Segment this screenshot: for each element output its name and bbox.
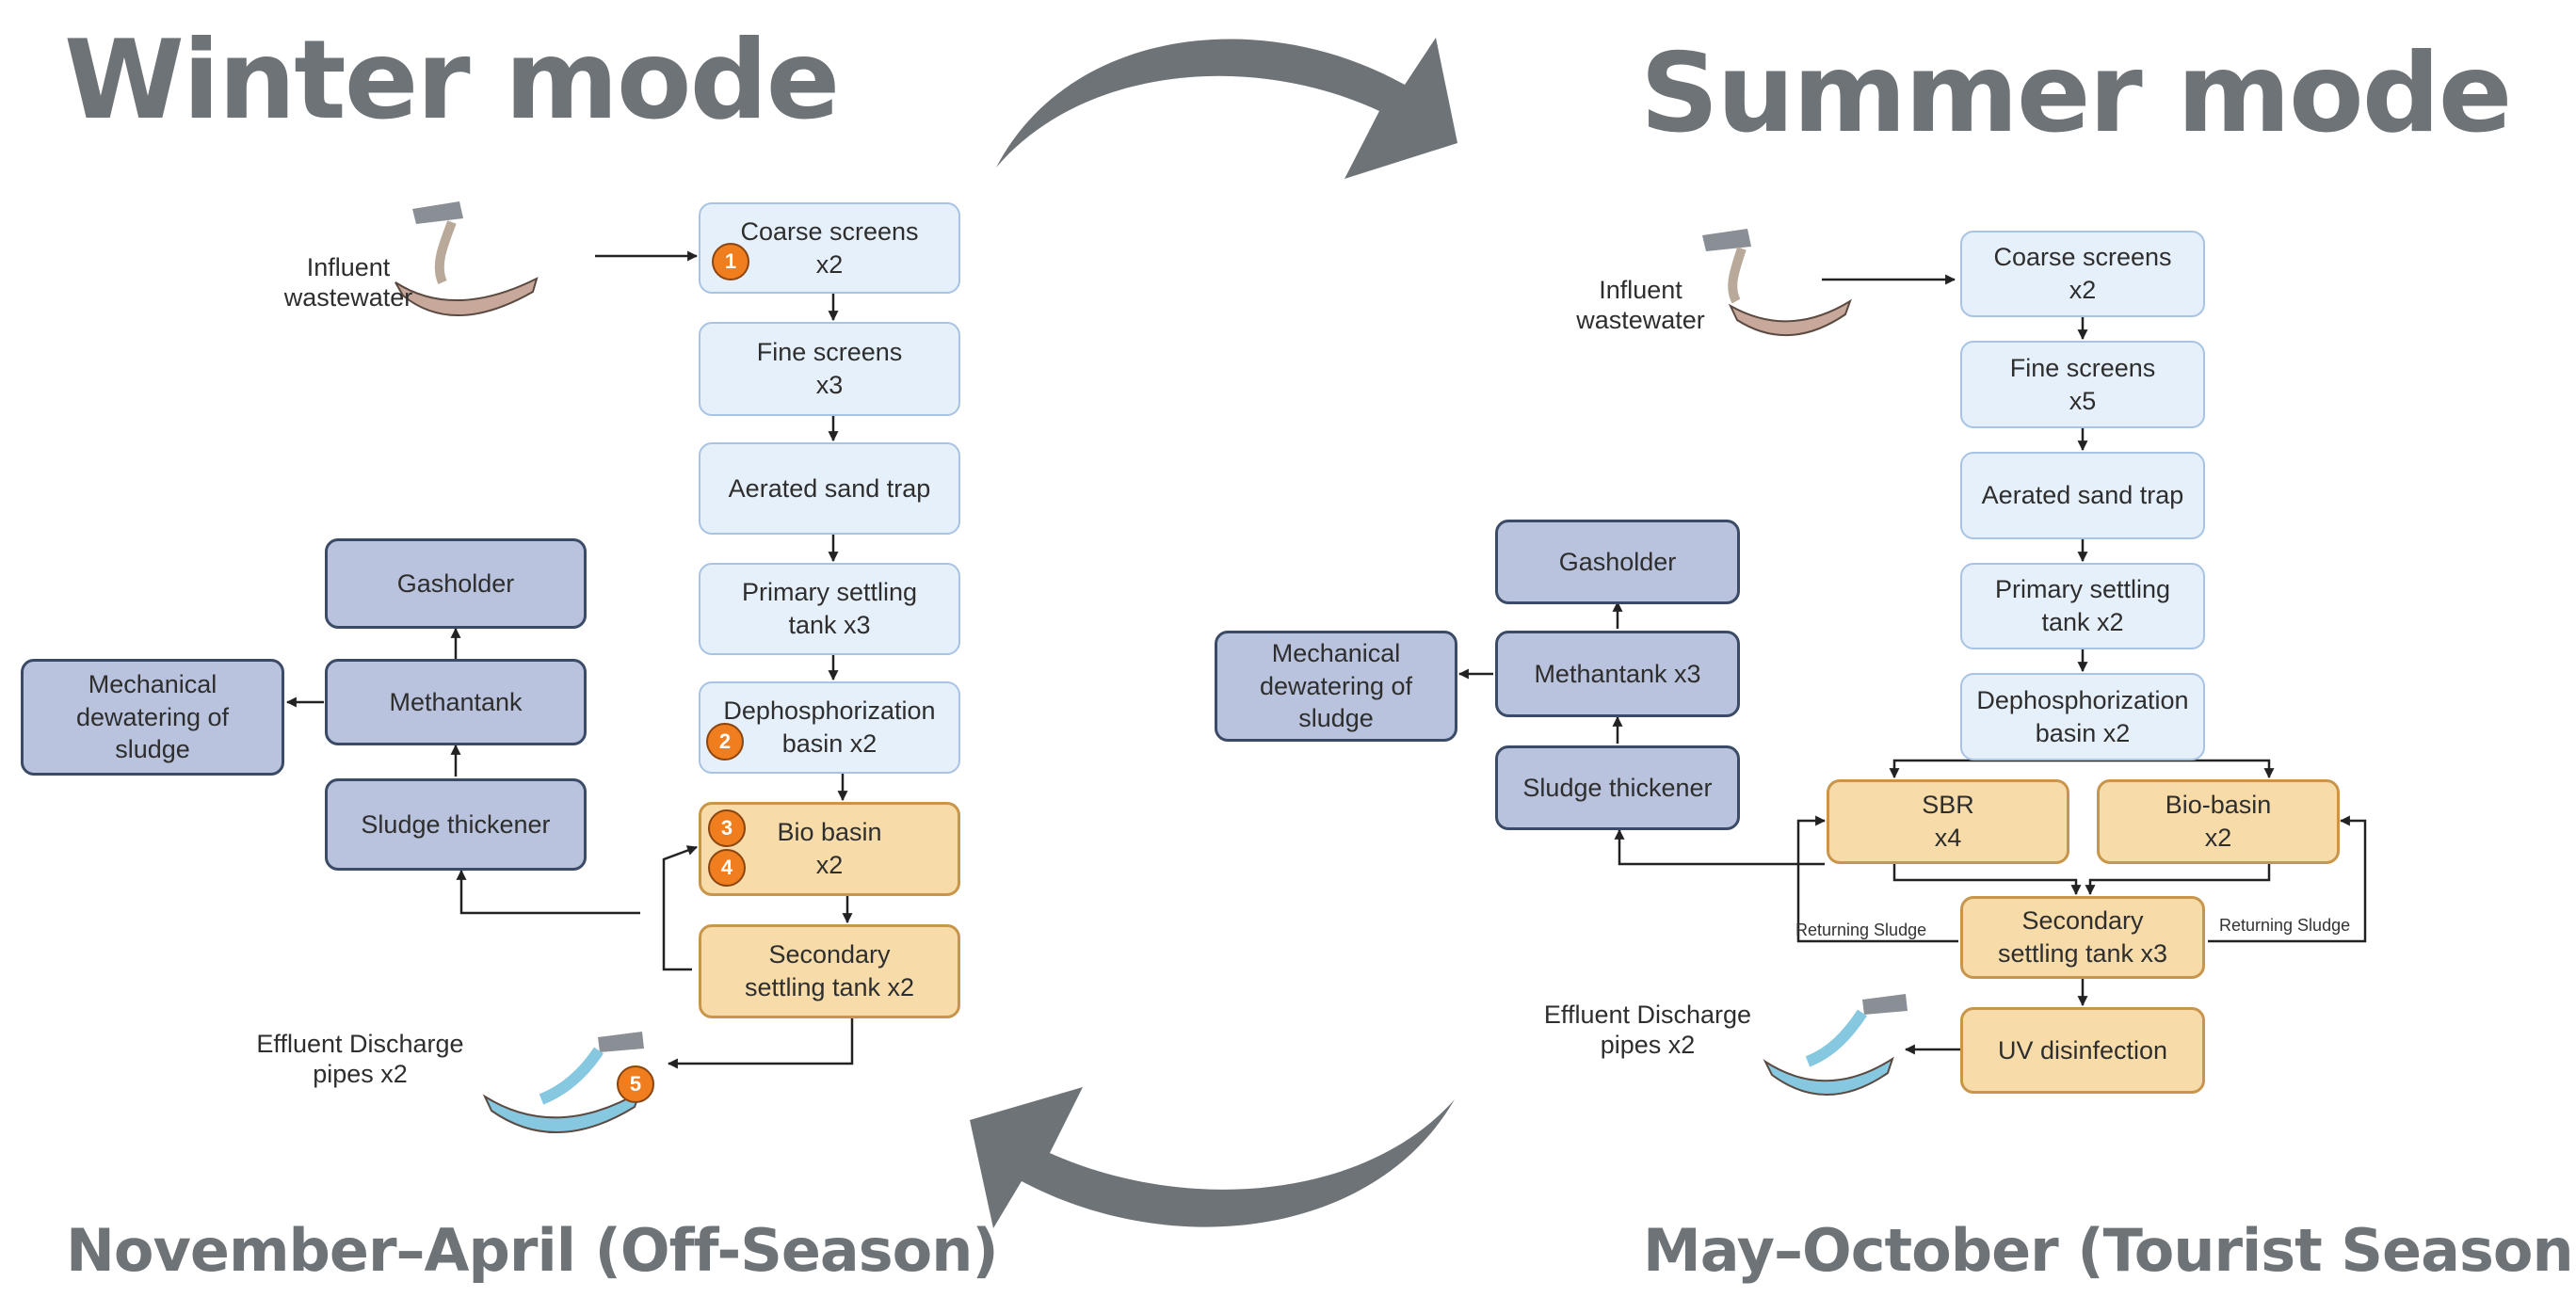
winter-marker-2: 2 xyxy=(706,723,744,761)
cycle-arrow-bottom xyxy=(970,1087,1455,1228)
cycle-arrow-top xyxy=(996,38,1457,179)
winter-aerated-sand-trap: Aerated sand trap xyxy=(699,442,960,535)
winter-marker-3: 3 xyxy=(708,809,746,847)
summer-effluent-label: Effluent Discharge pipes x2 xyxy=(1543,1001,1752,1060)
winter-influent-label: Influent wastewater xyxy=(283,253,413,312)
summer-secondary-settling-tank: Secondary settling tank x3 xyxy=(1960,896,2205,979)
winter-methantank: Methantank xyxy=(325,659,587,745)
summer-sludge-thickener: Sludge thickener xyxy=(1495,745,1740,830)
winter-primary-settling-tank: Primary settling tank x3 xyxy=(699,563,960,655)
summer-effluent-icon xyxy=(1763,994,1908,1096)
summer-bio-basin: Bio-basin x2 xyxy=(2097,779,2340,864)
winter-secondary-settling-tank: Secondary settling tank x2 xyxy=(699,924,960,1018)
summer-aerated-sand-trap: Aerated sand trap xyxy=(1960,452,2205,539)
summer-sbr: SBR x4 xyxy=(1827,779,2069,864)
winter-effluent-label: Effluent Discharge pipes x2 xyxy=(256,1030,464,1089)
winter-marker-5: 5 xyxy=(617,1065,654,1103)
winter-sludge-thickener: Sludge thickener xyxy=(325,778,587,871)
summer-fine-screens: Fine screens x5 xyxy=(1960,341,2205,428)
summer-period-label: May–October (Tourist Season) xyxy=(1643,1216,2576,1285)
winter-effluent-icon xyxy=(482,1032,644,1133)
summer-mechanical-dewatering: Mechanical dewatering of sludge xyxy=(1215,631,1457,742)
summer-coarse-screens: Coarse screens x2 xyxy=(1960,231,2205,317)
summer-methantank: Methantank x3 xyxy=(1495,631,1740,717)
summer-dephosphorization-basin: Dephosphorization basin x2 xyxy=(1960,673,2205,761)
winter-mechanical-dewatering: Mechanical dewatering of sludge xyxy=(21,659,284,776)
winter-influent-icon xyxy=(394,201,539,317)
summer-returning-sludge-right: Returning Sludge xyxy=(2219,916,2351,935)
summer-connectors xyxy=(1457,274,2367,1055)
winter-marker-1: 1 xyxy=(712,243,749,280)
winter-connectors xyxy=(285,250,854,1069)
winter-marker-4: 4 xyxy=(708,849,746,887)
summer-influent-label: Influent wastewater xyxy=(1576,276,1705,335)
summer-uv-disinfection: UV disinfection xyxy=(1960,1007,2205,1094)
summer-influent-icon xyxy=(1702,229,1852,336)
summer-returning-sludge-left: Returning Sludge xyxy=(1795,921,1927,939)
winter-fine-screens: Fine screens x3 xyxy=(699,322,960,416)
winter-period-label: November–April (Off-Season) xyxy=(66,1216,999,1285)
winter-dephosphorization-basin: Dephosphorization basin x2 xyxy=(699,681,960,774)
summer-gasholder: Gasholder xyxy=(1495,520,1740,604)
winter-gasholder: Gasholder xyxy=(325,538,587,629)
summer-primary-settling-tank: Primary settling tank x2 xyxy=(1960,563,2205,649)
winter-mode-title: Winter mode xyxy=(64,17,840,144)
summer-mode-title: Summer mode xyxy=(1640,30,2512,157)
